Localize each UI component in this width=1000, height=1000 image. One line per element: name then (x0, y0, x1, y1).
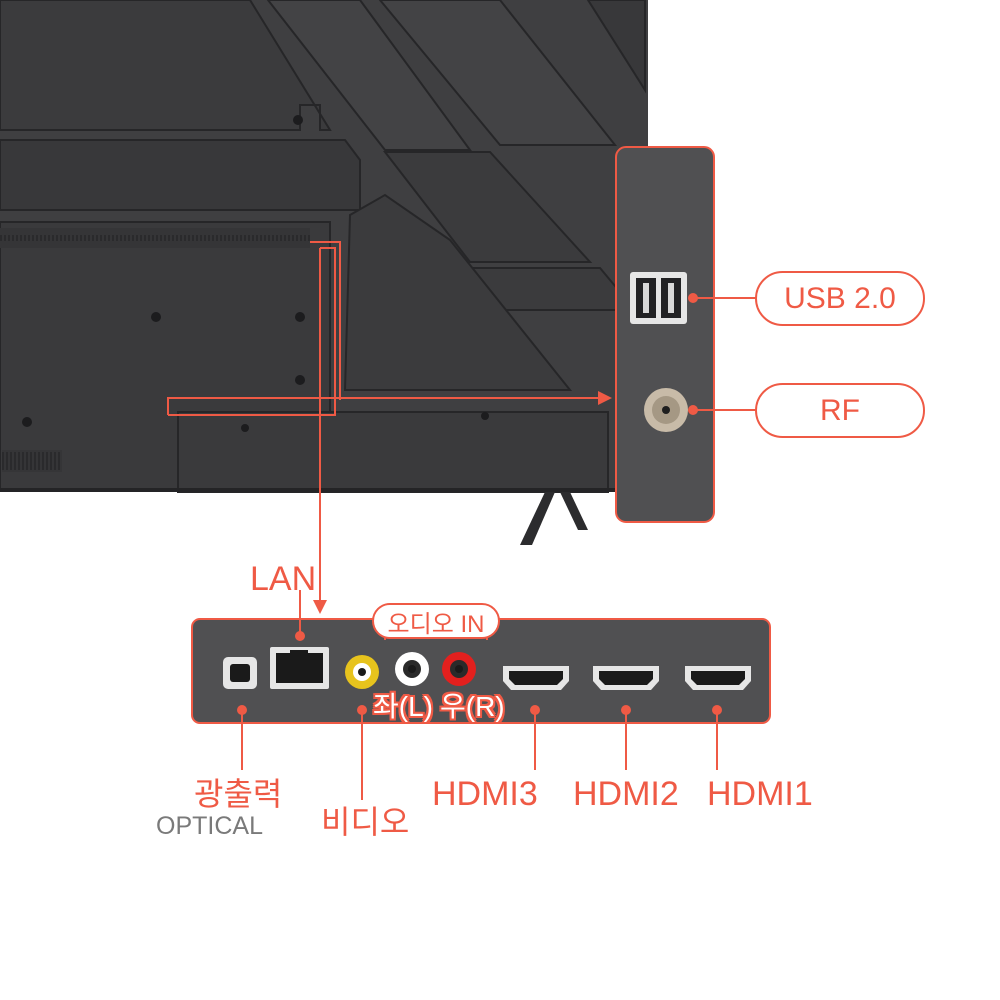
arrow-to-bottom-panel (313, 600, 327, 614)
audio-right-label: 우(R) (440, 691, 505, 722)
tv-back-panel (0, 0, 648, 545)
hdmi1-port (685, 666, 751, 690)
audio-left-label: 좌(L) (373, 691, 433, 722)
audio-in-label: 오디오 IN (372, 603, 500, 639)
rf-label: RF (755, 383, 925, 438)
hdmi2-port (593, 666, 659, 690)
arrow-to-side-panel (598, 391, 612, 405)
video-label: 비디오 (321, 804, 410, 840)
hdmi3-label: HDMI3 (432, 775, 538, 813)
bottom-port-panel (191, 618, 771, 724)
hdmi3-port (503, 666, 569, 690)
side-port-panel (615, 146, 715, 523)
optical-ko-label: 광출력 (194, 776, 283, 812)
optical-en-label: OPTICAL (156, 812, 263, 840)
callout-dots (237, 293, 722, 715)
lan-label: LAN (250, 560, 317, 598)
hdmi2-label: HDMI2 (573, 775, 679, 813)
usb-label: USB 2.0 (755, 271, 925, 326)
hdmi1-label: HDMI1 (707, 775, 813, 813)
